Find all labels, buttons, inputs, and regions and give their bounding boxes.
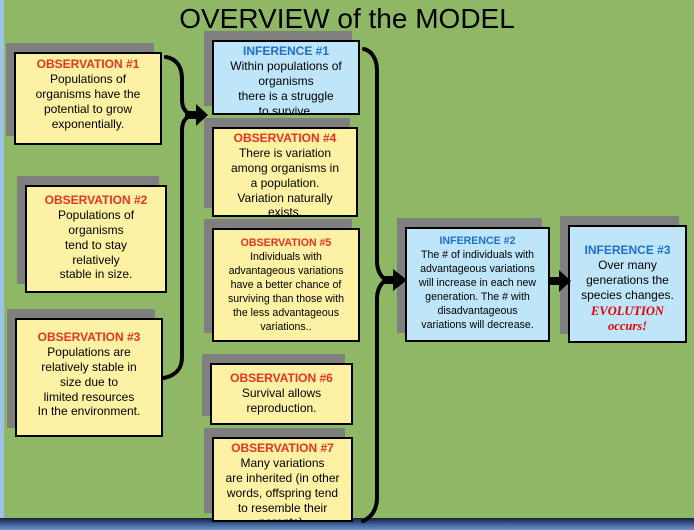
inference-1-header: INFERENCE #1: [242, 44, 330, 58]
observation-5-body: Individuals with advantageous variations…: [227, 251, 344, 334]
observation-7-box: OBSERVATION #7 Many variations are inher…: [212, 437, 353, 522]
observation-2-header: OBSERVATION #2: [44, 193, 148, 207]
inference-3-header: INFERENCE #3: [584, 243, 671, 257]
observation-6-body: Survival allows reproduction.: [241, 385, 322, 415]
right-brace-arrowhead-icon: [382, 269, 407, 291]
observation-7-body: Many variations are inherited (in other …: [225, 455, 340, 520]
inference-2-body: The # of individuals with advantageous v…: [418, 249, 537, 332]
observation-3-box: OBSERVATION #3 Populations are relativel…: [15, 318, 163, 437]
observation-1-body: Populations of organisms have the potent…: [35, 71, 141, 131]
observation-2-box: OBSERVATION #2 Populations of organisms …: [25, 185, 167, 293]
observation-3-body: Populations are relatively stable in siz…: [37, 344, 141, 419]
inference-2-header: INFERENCE #2: [439, 235, 516, 247]
window-left-edge: [0, 0, 4, 519]
inference-3-body: Over many generations the species change…: [581, 257, 674, 302]
observation-1-box: OBSERVATION #1 Populations of organisms …: [14, 52, 162, 145]
inference-3-box: INFERENCE #3 Over many generations the s…: [568, 225, 687, 343]
observation-6-header: OBSERVATION #6: [230, 371, 333, 385]
inference-1-body: Within populations of organisms there is…: [230, 58, 342, 115]
observation-4-box: OBSERVATION #4 There is variation among …: [212, 127, 358, 217]
left-brace-arrowhead-icon: [185, 104, 208, 126]
window-bottom-edge: [0, 518, 694, 530]
inference-1-box: INFERENCE #1 Within populations of organ…: [212, 40, 360, 115]
evolution-occurs-label: EVOLUTION occurs!: [591, 303, 664, 334]
observation-6-box: OBSERVATION #6 Survival allows reproduct…: [210, 363, 353, 425]
observation-5-header: OBSERVATION #5: [240, 237, 332, 249]
observation-4-header: OBSERVATION #4: [233, 131, 337, 145]
observation-1-header: OBSERVATION #1: [36, 57, 140, 71]
observation-4-body: There is variation among organisms in a …: [230, 145, 340, 217]
observation-3-header: OBSERVATION #3: [37, 330, 141, 344]
page-title: OVERVIEW of the MODEL: [179, 3, 515, 34]
observation-5-box: OBSERVATION #5 Individuals with advantag…: [212, 228, 360, 342]
observation-7-header: OBSERVATION #7: [231, 441, 334, 455]
left-brace-curve: [162, 55, 196, 380]
observation-2-body: Populations of organisms tend to stay re…: [57, 207, 135, 282]
right-brace-curve: [361, 47, 390, 523]
inference-2-box: INFERENCE #2 The # of individuals with a…: [405, 227, 550, 342]
